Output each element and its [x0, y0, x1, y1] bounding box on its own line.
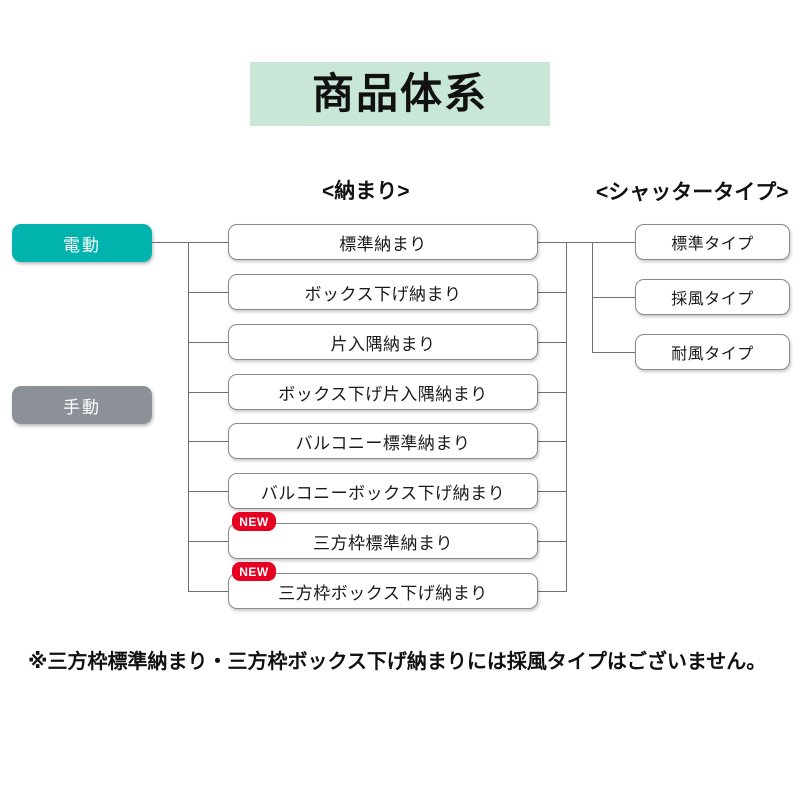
fit-item-3-label: 片入隅納まり — [330, 334, 436, 354]
connector-right-branch-1 — [538, 242, 566, 243]
new-badge-fit-item-8: NEW — [232, 562, 276, 581]
shutter-type-1-label: 標準タイプ — [671, 236, 754, 253]
page-title: 商品体系 — [311, 70, 488, 117]
connector-electric-to-trunk — [152, 242, 189, 243]
fit-item-2-label: ボックス下げ納まり — [304, 284, 462, 304]
fit-item-7[interactable]: 三方枠標準納まり — [228, 523, 538, 559]
fit-item-4-label: ボックス下げ片入隅納まり — [278, 384, 488, 404]
connector-right-branch-2 — [538, 292, 566, 293]
drive-option-electric-label: 電動 — [63, 235, 101, 255]
page-title-banner: 商品体系 — [250, 62, 550, 126]
drive-option-manual[interactable]: 手動 — [12, 386, 152, 424]
drive-option-electric[interactable]: 電動 — [12, 224, 152, 262]
connector-left-branch-4 — [188, 392, 228, 393]
drive-option-manual-label: 手動 — [63, 397, 101, 417]
connector-fit-to-shutter-bridge — [566, 242, 593, 243]
shutter-type-2-label: 採風タイプ — [671, 291, 754, 308]
connector-left-branch-1 — [188, 242, 228, 243]
fit-item-6[interactable]: バルコニーボックス下げ納まり — [228, 473, 538, 509]
fit-item-3[interactable]: 片入隅納まり — [228, 324, 538, 360]
connector-shutter-branch-3 — [592, 352, 635, 353]
fit-item-4[interactable]: ボックス下げ片入隅納まり — [228, 374, 538, 410]
fit-item-1-label: 標準納まり — [339, 234, 427, 254]
connector-right-branch-4 — [538, 392, 566, 393]
connector-fit-left-trunk — [188, 242, 189, 592]
column-header-fit: <納まり> — [322, 180, 410, 203]
fit-item-5[interactable]: バルコニー標準納まり — [228, 423, 538, 459]
connector-left-branch-7 — [188, 541, 228, 542]
connector-right-branch-8 — [538, 591, 566, 592]
connector-left-branch-5 — [188, 441, 228, 442]
fit-item-8-label: 三方枠ボックス下げ納まり — [278, 583, 488, 603]
connector-fit-right-trunk — [566, 242, 567, 592]
shutter-type-3-label: 耐風タイプ — [671, 346, 754, 363]
shutter-type-3[interactable]: 耐風タイプ — [635, 334, 790, 370]
connector-right-branch-7 — [538, 541, 566, 542]
shutter-type-2[interactable]: 採風タイプ — [635, 279, 790, 315]
connector-left-branch-8 — [188, 591, 228, 592]
connector-right-branch-6 — [538, 491, 566, 492]
connector-right-branch-5 — [538, 441, 566, 442]
shutter-type-1[interactable]: 標準タイプ — [635, 224, 790, 260]
connector-shutter-branch-1 — [592, 242, 635, 243]
connector-shutter-branch-2 — [592, 297, 635, 298]
fit-item-6-label: バルコニーボックス下げ納まり — [260, 483, 506, 503]
connector-left-branch-2 — [188, 292, 228, 293]
connector-right-branch-3 — [538, 342, 566, 343]
fit-item-8[interactable]: 三方枠ボックス下げ納まり — [228, 573, 538, 609]
fit-item-7-label: 三方枠標準納まり — [313, 533, 453, 553]
fit-item-5-label: バルコニー標準納まり — [295, 433, 471, 453]
connector-left-branch-6 — [188, 491, 228, 492]
fit-item-2[interactable]: ボックス下げ納まり — [228, 274, 538, 310]
column-header-shutter-type: <シャッタータイプ> — [596, 181, 789, 204]
footnote-text: ※三方枠標準納まり・三方枠ボックス下げ納まりには採風タイプはございません。 — [28, 651, 767, 673]
fit-item-1[interactable]: 標準納まり — [228, 224, 538, 260]
new-badge-fit-item-7: NEW — [232, 512, 276, 531]
connector-left-branch-3 — [188, 342, 228, 343]
